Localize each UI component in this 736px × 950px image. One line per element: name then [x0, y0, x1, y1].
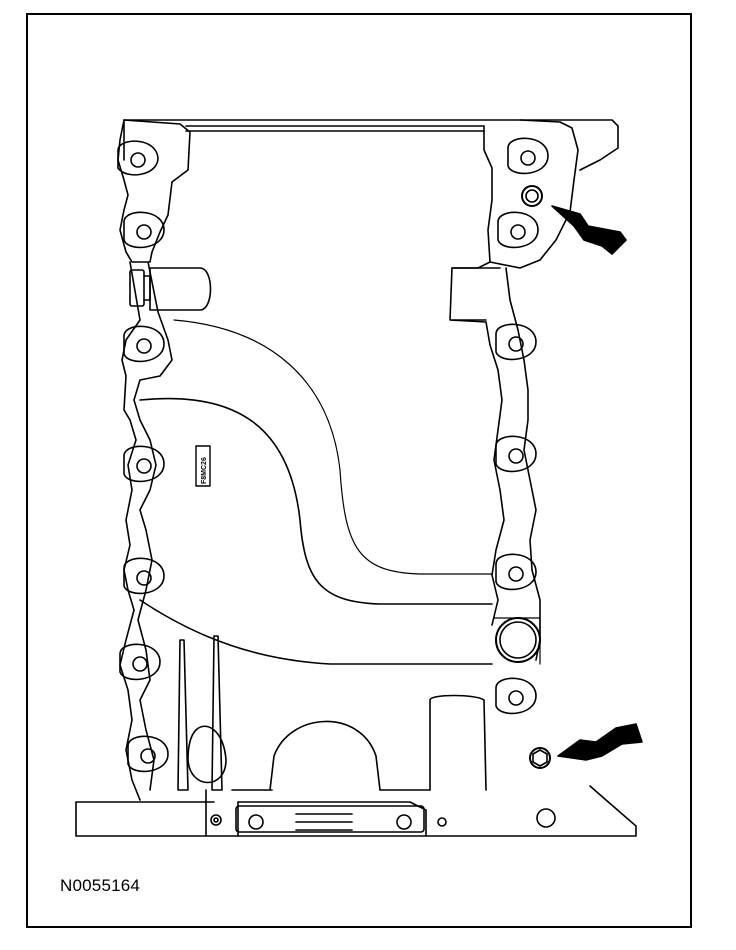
casting-stamp-box	[195, 445, 211, 487]
figure-id-label: N0055164	[60, 876, 141, 895]
lower-callout-arrow	[557, 723, 643, 761]
oil-channel	[139, 319, 493, 665]
figure-frame	[26, 13, 692, 928]
drain-plug	[493, 617, 541, 665]
lower-features	[177, 635, 487, 791]
left-flange	[117, 119, 191, 801]
bottom-rail	[75, 785, 637, 837]
upper-callout-arrow	[551, 205, 627, 255]
target-bolt-upper	[521, 185, 543, 207]
casting-stamp-text: F8MC26	[201, 457, 208, 484]
right-flange	[449, 119, 579, 661]
right-bolt-bosses	[495, 137, 549, 715]
left-bolt-bosses	[117, 140, 169, 773]
target-bolt-lower	[529, 747, 551, 769]
side-bolt	[129, 267, 212, 311]
